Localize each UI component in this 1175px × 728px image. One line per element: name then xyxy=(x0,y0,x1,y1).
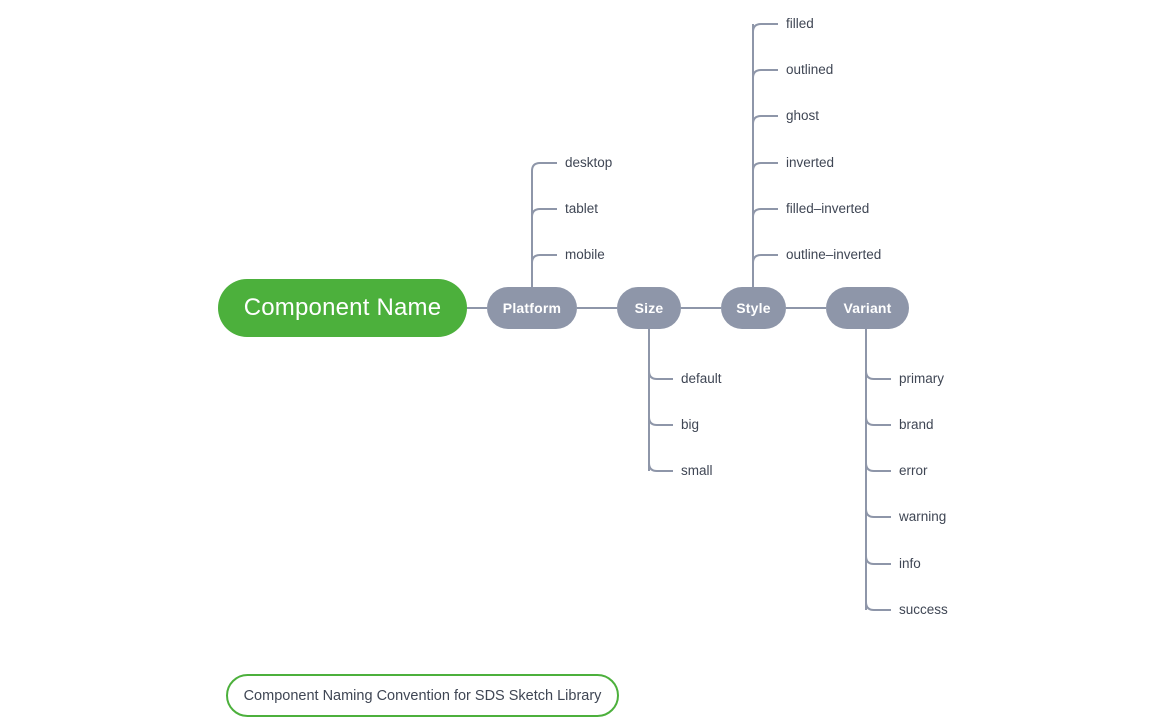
branch-node-label: Size xyxy=(634,300,664,316)
root-node-label: Component Name xyxy=(243,294,442,321)
elbow-variant-primary xyxy=(865,370,891,380)
leaf-label-small[interactable]: small xyxy=(681,463,713,478)
leaf-label-big[interactable]: big xyxy=(681,417,700,432)
leaf-label-error[interactable]: error xyxy=(899,463,928,478)
branch-node-label: Style xyxy=(736,300,771,316)
leaf-label-tablet[interactable]: tablet xyxy=(565,201,599,216)
leaf-label-info[interactable]: info xyxy=(899,556,921,571)
branch-node-label: Platform xyxy=(502,300,562,316)
leaf-label-default[interactable]: default xyxy=(681,371,722,386)
elbow-size-big xyxy=(648,416,673,426)
leaf-label-filled[interactable]: filled xyxy=(786,16,814,31)
elbow-style-outline-inverted xyxy=(752,254,778,264)
branch-node-style[interactable]: Style xyxy=(721,287,786,329)
elbow-style-filled-inverted xyxy=(752,208,778,218)
leaf-label-primary[interactable]: primary xyxy=(899,371,945,386)
branch-node-size[interactable]: Size xyxy=(617,287,681,329)
elbow-platform-mobile xyxy=(531,254,557,264)
leaf-label-ghost[interactable]: ghost xyxy=(786,108,820,123)
branch-node-variant[interactable]: Variant xyxy=(826,287,909,329)
root-node-component-name[interactable]: Component Name xyxy=(218,279,467,337)
elbow-size-small xyxy=(648,462,673,472)
elbow-platform-tablet xyxy=(531,208,557,218)
leaf-label-warning[interactable]: warning xyxy=(899,509,947,524)
leaf-label-success[interactable]: success xyxy=(899,602,948,617)
caption-pill: Component Naming Convention for SDS Sket… xyxy=(226,674,619,717)
leaf-label-outline-inverted[interactable]: outline–inverted xyxy=(786,247,882,262)
elbow-variant-success xyxy=(865,601,891,611)
elbow-platform-desktop xyxy=(531,162,557,172)
elbow-style-outlined xyxy=(752,69,778,79)
elbow-style-ghost xyxy=(752,115,778,125)
elbow-variant-info xyxy=(865,555,891,565)
branch-node-platform[interactable]: Platform xyxy=(487,287,577,329)
leaf-label-outlined[interactable]: outlined xyxy=(786,62,834,77)
elbow-style-inverted xyxy=(752,162,778,172)
leaf-label-inverted[interactable]: inverted xyxy=(786,155,835,170)
branch-node-label: Variant xyxy=(843,300,892,316)
leaf-label-brand[interactable]: brand xyxy=(899,417,934,432)
elbow-variant-error xyxy=(865,462,891,472)
leaf-label-filled-inverted[interactable]: filled–inverted xyxy=(786,201,870,216)
elbow-variant-warning xyxy=(865,508,891,518)
elbow-size-default xyxy=(648,370,673,380)
leaf-label-mobile[interactable]: mobile xyxy=(565,247,605,262)
elbow-style-filled xyxy=(752,23,778,33)
caption-text: Component Naming Convention for SDS Sket… xyxy=(243,687,602,704)
elbow-variant-brand xyxy=(865,416,891,426)
leaf-label-desktop[interactable]: desktop xyxy=(565,155,613,170)
